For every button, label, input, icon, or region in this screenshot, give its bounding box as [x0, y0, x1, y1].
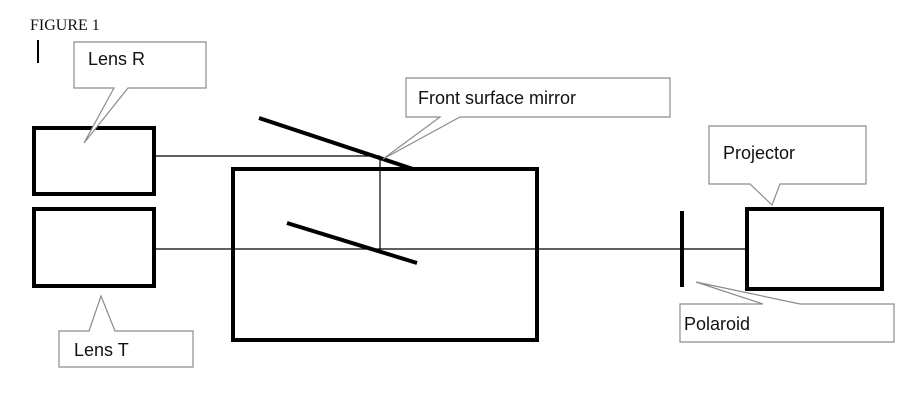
callout-lens-r-label: Lens R — [88, 49, 145, 69]
callout-lens-t — [58, 294, 194, 368]
mirror-housing-box — [231, 167, 539, 342]
projector-box — [745, 207, 884, 291]
callout-front-surface-mirror — [382, 77, 671, 160]
callout-front-surface-mirror-label: Front surface mirror — [418, 88, 576, 108]
front-surface-mirror-lower — [286, 221, 418, 265]
lens-t-box — [32, 207, 156, 288]
callout-lens-t-label: Lens T — [74, 340, 129, 360]
callout-polaroid — [679, 281, 895, 343]
callout-projector-label: Projector — [723, 143, 795, 163]
callout-polaroid-label: Polaroid — [684, 314, 750, 334]
callout-lens-r — [73, 41, 207, 144]
front-surface-mirror-upper — [258, 116, 414, 171]
lens-r-box — [32, 126, 156, 196]
callout-projector — [708, 125, 867, 207]
figure-title: FIGURE 1 — [30, 17, 100, 34]
